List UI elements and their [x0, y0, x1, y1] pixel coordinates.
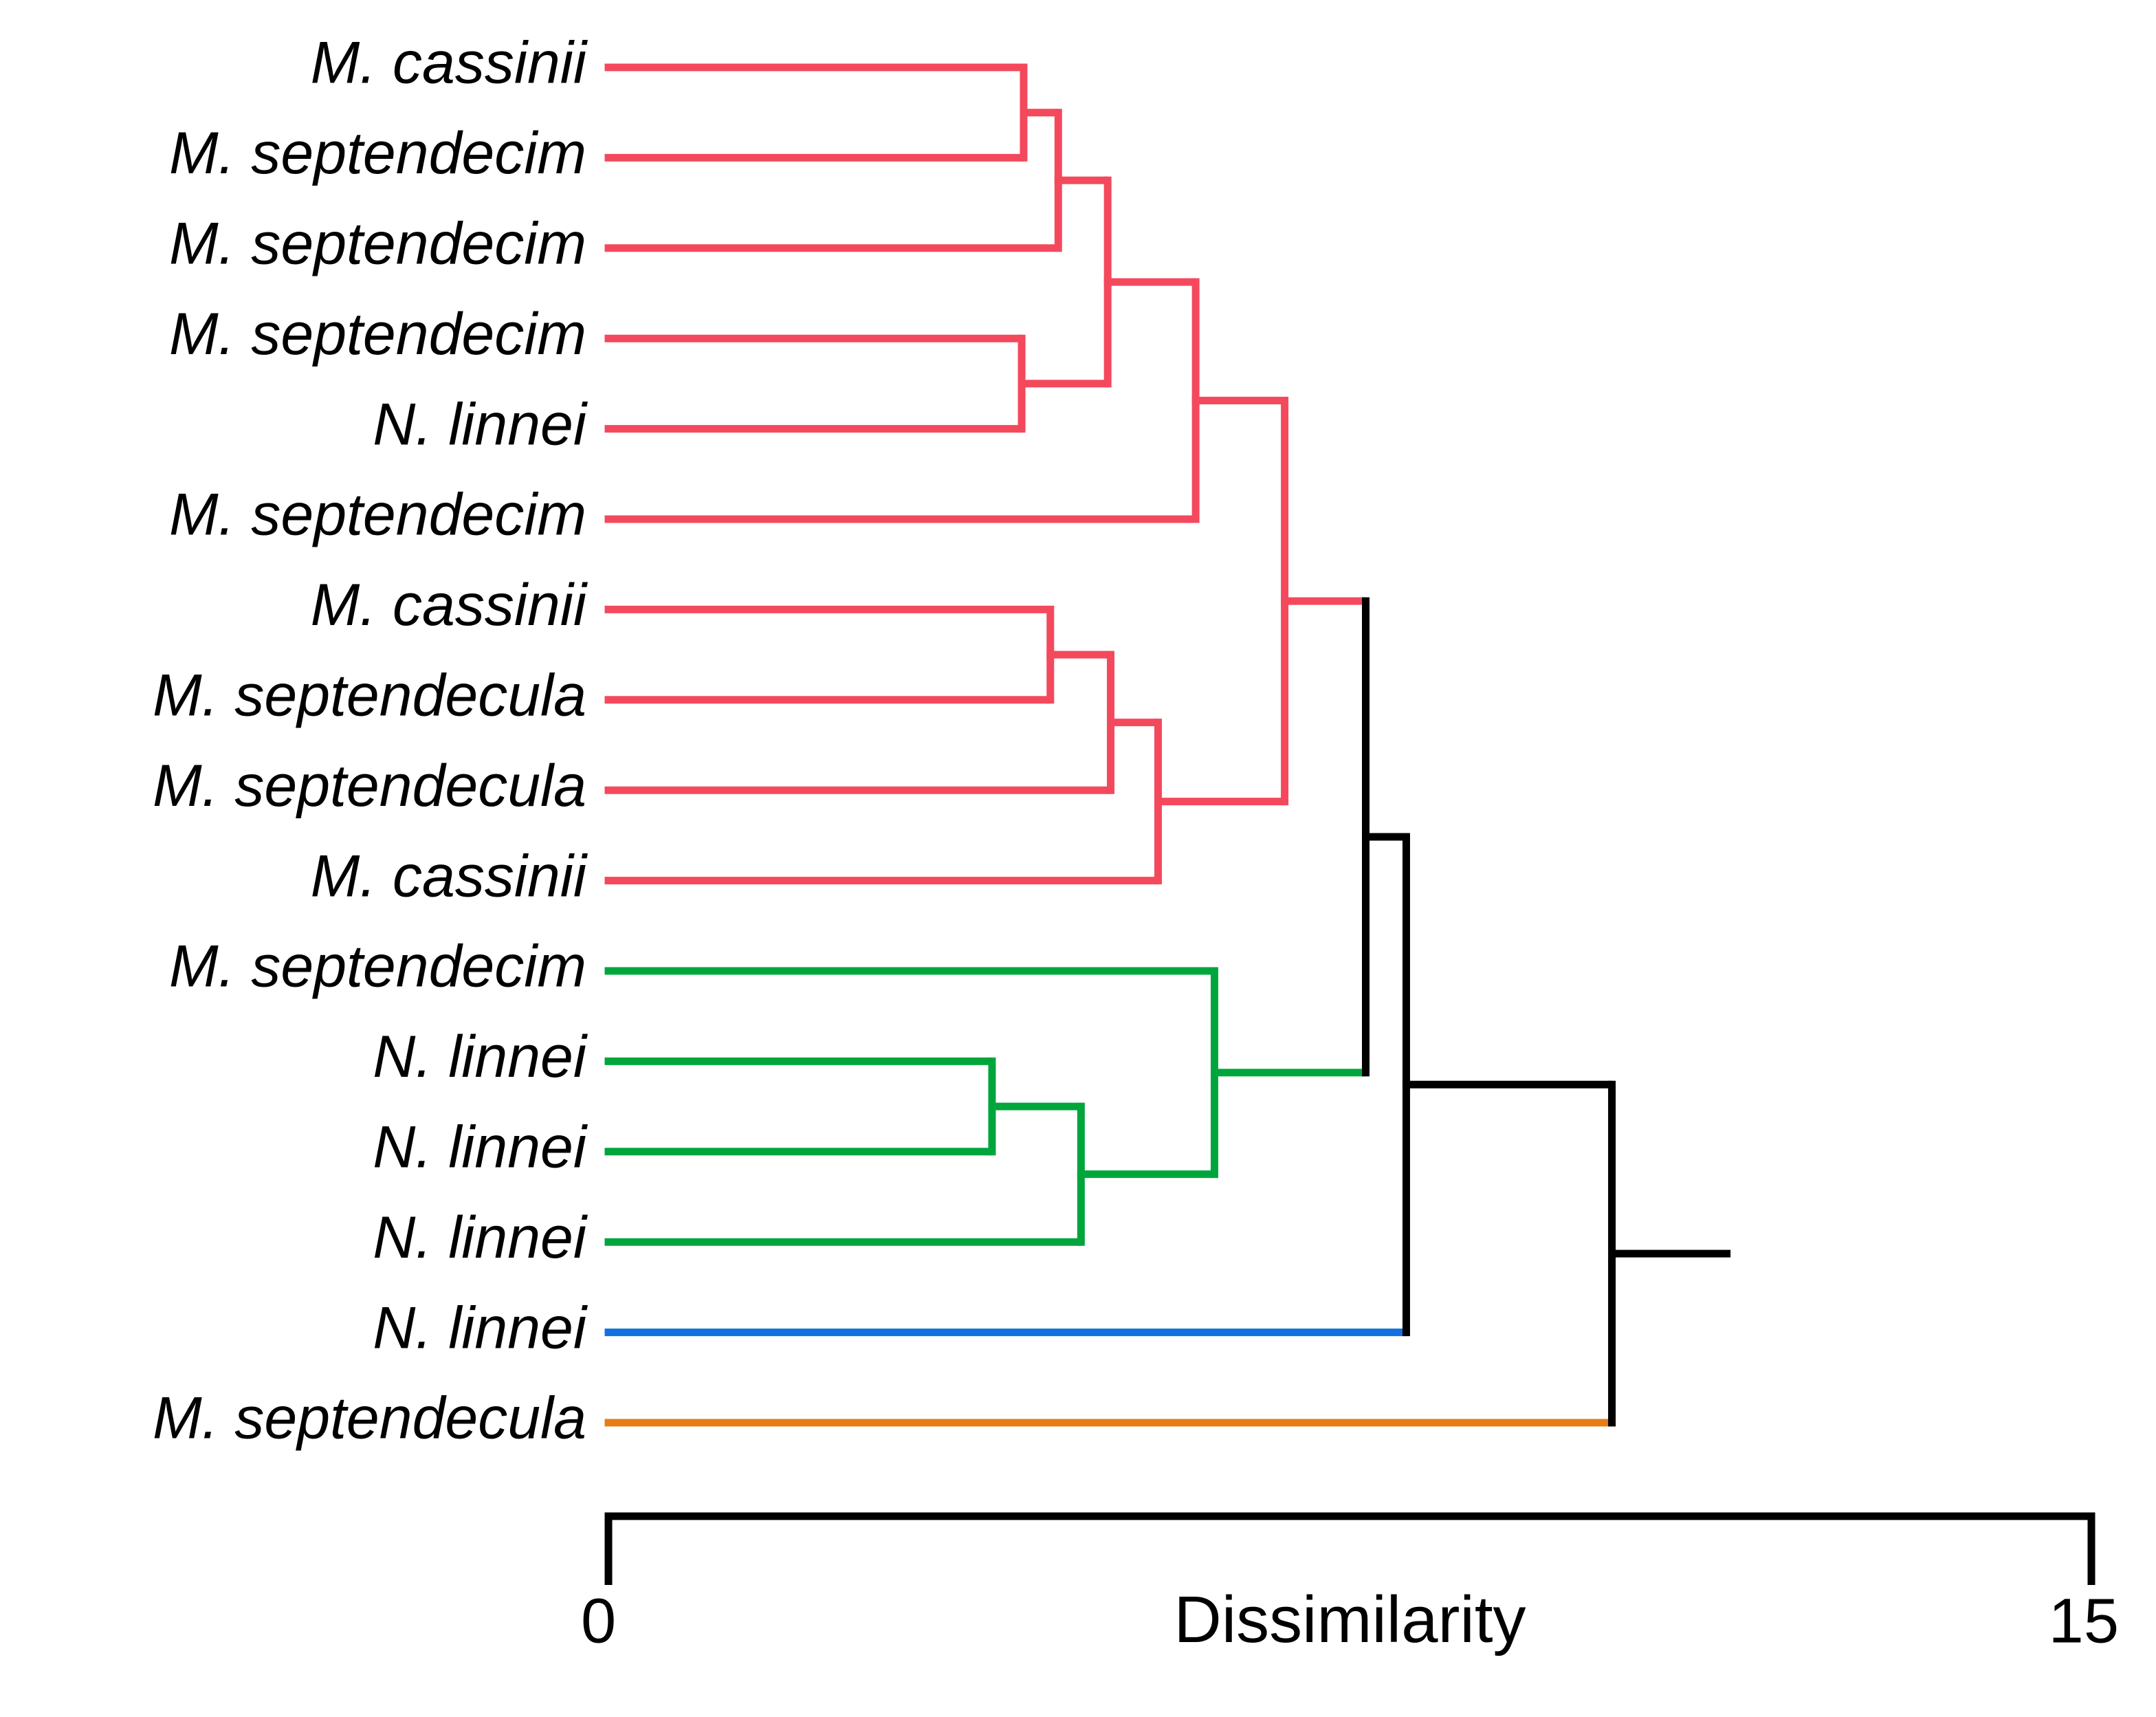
leaf-label: M. septendecim — [169, 120, 586, 186]
leaf-label: M. septendecula — [153, 1386, 586, 1452]
leaf-label: M. septendecim — [169, 301, 586, 367]
leaf-label: M. septendecula — [153, 753, 586, 819]
leaf-label: M. cassinii — [311, 843, 588, 909]
leaf-label: M. septendecim — [169, 211, 586, 277]
leaf-label: N. linnei — [373, 1205, 588, 1271]
axis-group: 0 15 Dissimilarity — [581, 1512, 2119, 1656]
leaf-label: M. septendecim — [169, 934, 586, 1000]
leaf-label: M. cassinii — [311, 572, 588, 638]
leaf-label: N. linnei — [373, 1024, 588, 1090]
leaf-label: N. linnei — [373, 391, 588, 457]
axis-tick-label-max: 15 — [2049, 1586, 2119, 1656]
leaf-label: M. cassinii — [311, 30, 588, 96]
leaf-label: N. linnei — [373, 1115, 588, 1181]
leaf-label: M. septendecim — [169, 482, 586, 548]
dendrogram-branches-group — [604, 63, 1731, 1427]
leaf-label: M. septendecula — [153, 663, 586, 729]
axis-title-dissimilarity: Dissimilarity — [1174, 1583, 1526, 1656]
leaf-label: N. linnei — [373, 1295, 588, 1361]
axis-tick-label-min: 0 — [581, 1586, 616, 1656]
